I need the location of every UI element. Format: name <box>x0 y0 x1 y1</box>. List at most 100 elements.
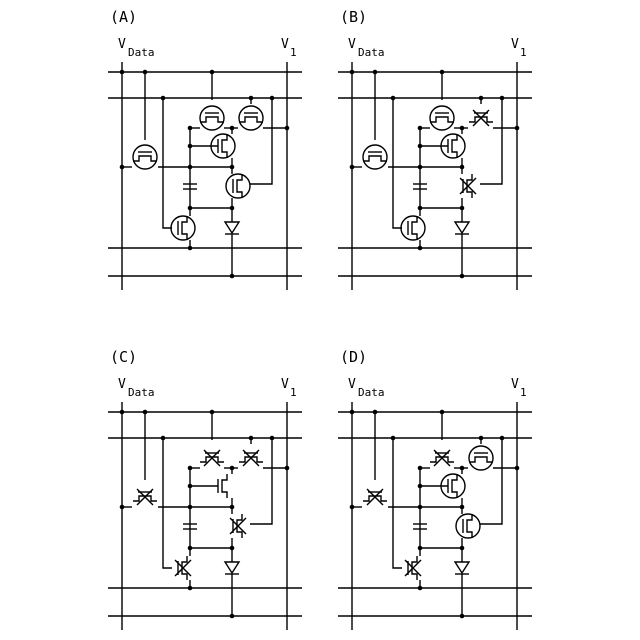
transistor-on <box>226 174 250 198</box>
junction-dot <box>460 505 465 510</box>
junction-dot <box>460 466 465 471</box>
transistor-on <box>363 145 387 169</box>
transistor-off <box>200 450 224 466</box>
v1-subscript: 1 <box>520 46 527 59</box>
transistor-off <box>133 489 157 505</box>
transistor-off <box>405 556 421 580</box>
junction-dot <box>418 484 423 489</box>
junction-dot <box>120 410 125 415</box>
transistor-off <box>469 110 493 126</box>
transistor-on <box>456 514 480 538</box>
channel <box>133 156 157 161</box>
junction-dot <box>120 505 125 510</box>
junction-dot <box>460 546 465 551</box>
junction-dot <box>188 246 193 251</box>
channel <box>452 134 457 158</box>
junction-dot <box>350 410 355 415</box>
gate-line <box>480 98 502 184</box>
junction-dot <box>350 505 355 510</box>
junction-dot <box>500 96 505 101</box>
transistor-circle <box>200 106 224 130</box>
panel-label: (B) <box>340 8 367 26</box>
v1-subscript: 1 <box>290 46 297 59</box>
junction-dot <box>479 96 484 101</box>
transistor-off <box>175 556 191 580</box>
panel-label: (C) <box>110 348 137 366</box>
channel <box>222 134 227 158</box>
junction-dot <box>285 466 290 471</box>
junction-dot <box>460 614 465 619</box>
transistor-on <box>200 106 224 130</box>
junction-dot <box>391 436 396 441</box>
transistor-on <box>430 106 454 130</box>
v1-label: V <box>511 377 519 392</box>
vdata-label: V <box>118 377 126 392</box>
scan-line <box>163 438 172 568</box>
v1-label: V <box>511 37 519 52</box>
v1-label: V <box>281 377 289 392</box>
vdata-label: V <box>118 37 126 52</box>
pixel-circuit <box>338 62 532 290</box>
gate-line <box>250 438 272 524</box>
vdata-subscript: Data <box>128 46 155 59</box>
junction-dot <box>418 505 423 510</box>
junction-dot <box>418 165 423 170</box>
transistor-off <box>239 450 263 466</box>
junction-dot <box>188 505 193 510</box>
transistor-circle <box>239 106 263 130</box>
channel <box>430 117 454 122</box>
panel-c: (C) V Data V 1 <box>108 348 302 630</box>
pixel-circuit <box>338 402 532 630</box>
junction-dot <box>230 274 235 279</box>
junction-dot <box>479 436 484 441</box>
transistor-off <box>363 489 387 505</box>
junction-dot <box>270 436 275 441</box>
transistor-circle <box>133 145 157 169</box>
junction-dot <box>188 144 193 149</box>
junction-dot <box>460 126 465 131</box>
transistor-circle <box>401 216 425 240</box>
diode-triangle <box>225 562 239 573</box>
vdata-subscript: Data <box>358 46 385 59</box>
junction-dot <box>230 546 235 551</box>
junction-dot <box>350 165 355 170</box>
transistor-circle <box>469 446 493 470</box>
junction-dot <box>500 436 505 441</box>
junction-dot <box>515 126 520 131</box>
v1-subscript: 1 <box>520 386 527 399</box>
panel-label: (A) <box>110 8 137 26</box>
channel <box>200 117 224 122</box>
led-diode <box>455 222 469 234</box>
channel <box>412 216 417 240</box>
diode-triangle <box>455 222 469 233</box>
transistor-circle <box>363 145 387 169</box>
panel-label: (D) <box>340 348 367 366</box>
v1-subscript: 1 <box>290 386 297 399</box>
scan-line <box>163 98 172 228</box>
panel-b: (B) V Data V 1 <box>338 8 532 290</box>
junction-dot <box>373 70 378 75</box>
junction-dot <box>210 70 215 75</box>
junction-dot <box>440 410 445 415</box>
junction-dot <box>460 206 465 211</box>
junction-dot <box>188 546 193 551</box>
junction-dot <box>418 144 423 149</box>
junction-dot <box>143 410 148 415</box>
junction-dot <box>230 165 235 170</box>
diode-triangle <box>455 562 469 573</box>
panel-d: (D) V Data V 1 <box>338 348 532 630</box>
junction-dot <box>230 206 235 211</box>
transistor-off <box>430 450 454 466</box>
junction-dot <box>120 70 125 75</box>
channel <box>363 156 387 161</box>
junction-dot <box>418 586 423 591</box>
channel <box>467 514 472 538</box>
transistor-off <box>460 174 476 198</box>
junction-dot <box>440 70 445 75</box>
vdata-subscript: Data <box>358 386 385 399</box>
junction-dot <box>210 410 215 415</box>
junction-dot <box>230 126 235 131</box>
diode-triangle <box>225 222 239 233</box>
junction-dot <box>143 70 148 75</box>
